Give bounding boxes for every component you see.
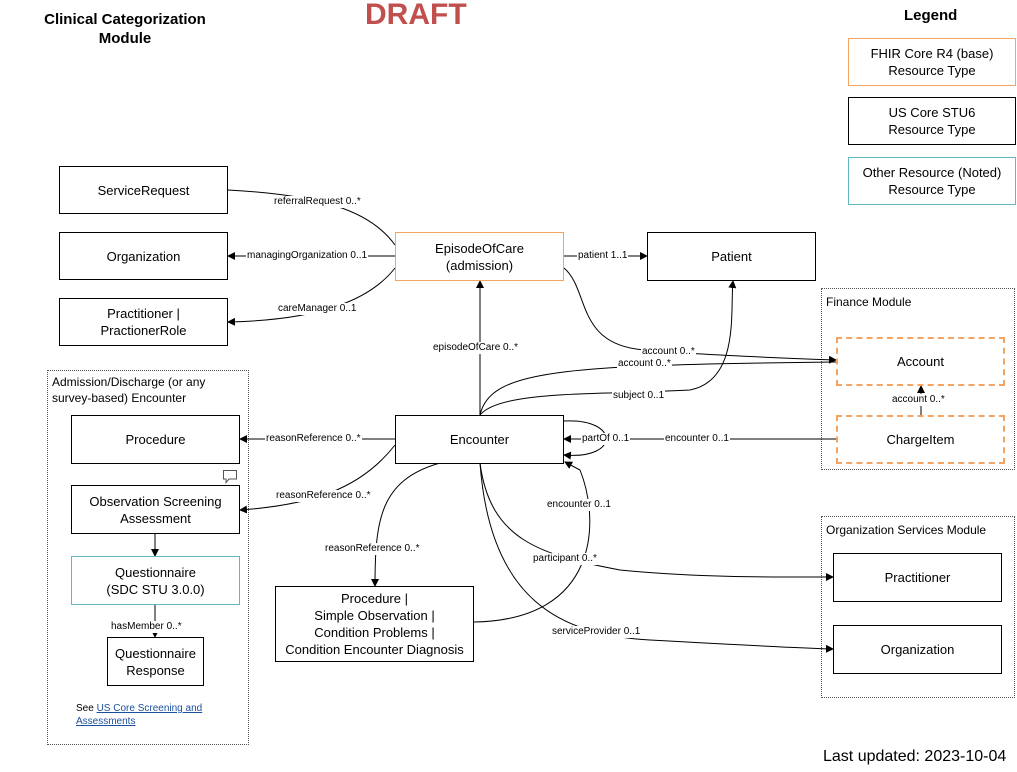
label-has-member: hasMember 0..* [110,621,183,633]
node-questionnaire-response[interactable]: Questionnaire Response [107,637,204,686]
last-updated: Last updated: 2023-10-04 [823,748,1007,765]
edge-subject [479,280,737,416]
edge-account-episode [563,267,837,364]
node-procedure[interactable]: Procedure [71,415,240,464]
label-service-provider: serviceProvider 0..1 [551,626,642,638]
diagram-title: Clinical Categorization Module [44,11,206,47]
edge-reason-ref-combo [371,462,441,587]
label-episode-of-care: episodeOfCare 0..* [432,342,520,354]
screening-note: See US Core Screening and Assessments [76,702,202,728]
node-practitioner-role[interactable]: Practitioner | PractionerRole [59,298,228,346]
label-reason-ref-1: reasonReference 0..* [265,433,362,445]
edge-participant [479,462,834,582]
admission-group [47,370,249,745]
admission-group-label: Admission/Discharge (or any survey-based… [52,375,206,405]
label-part-of: partOf 0..1 [581,433,631,445]
finance-group [821,288,1015,470]
legend-other: Other Resource (Noted) Resource Type [848,157,1016,205]
finance-group-label: Finance Module [826,295,912,309]
note-prefix: See [76,703,97,714]
node-account[interactable]: Account [836,337,1005,386]
label-reason-ref-2: reasonReference 0..* [275,490,372,502]
label-account-3: account 0..* [891,394,946,406]
org-services-group-label: Organization Services Module [826,523,987,537]
us-core-screening-link[interactable]: US Core Screening and Assessments [76,703,203,727]
legend-us-core: US Core STU6 Resource Type [848,97,1016,145]
node-service-request[interactable]: ServiceRequest [59,166,228,214]
legend-title: Legend [904,7,958,24]
label-encounter-1: encounter 0..1 [664,433,730,445]
node-organization-right[interactable]: Organization [833,625,1002,674]
label-encounter-2: encounter 0..1 [546,499,612,511]
comment-icon[interactable] [222,469,238,484]
node-organization-left[interactable]: Organization [59,232,228,280]
org-services-group [821,516,1015,698]
legend-fhir-core: FHIR Core R4 (base) Resource Type [848,38,1016,86]
node-episode-of-care[interactable]: EpisodeOfCare (admission) [395,232,564,281]
label-account-2: account 0..* [617,358,672,370]
node-questionnaire[interactable]: Questionnaire (SDC STU 3.0.0) [71,556,240,605]
edge-service-provider [479,462,834,653]
edge-account-encounter [479,361,837,416]
node-practitioner-right[interactable]: Practitioner [833,553,1002,602]
label-account-1: account 0..* [641,346,696,358]
node-patient[interactable]: Patient [647,232,816,281]
label-reason-ref-3: reasonReference 0..* [324,543,421,555]
node-encounter[interactable]: Encounter [395,415,564,464]
label-participant: participant 0..* [532,553,598,565]
label-care-manager: careManager 0..1 [277,303,358,315]
node-procedure-combo[interactable]: Procedure | Simple Observation | Conditi… [275,586,474,662]
label-subject: subject 0..1 [612,390,666,402]
node-observation-screening[interactable]: Observation Screening Assessment [71,485,240,534]
label-patient: patient 1..1 [577,250,629,262]
draft-label: DRAFT [365,0,467,31]
label-managing-organization: managingOrganization 0..1 [246,250,369,262]
label-referral-request: referralRequest 0..* [273,196,362,208]
node-charge-item[interactable]: ChargeItem [836,415,1005,464]
